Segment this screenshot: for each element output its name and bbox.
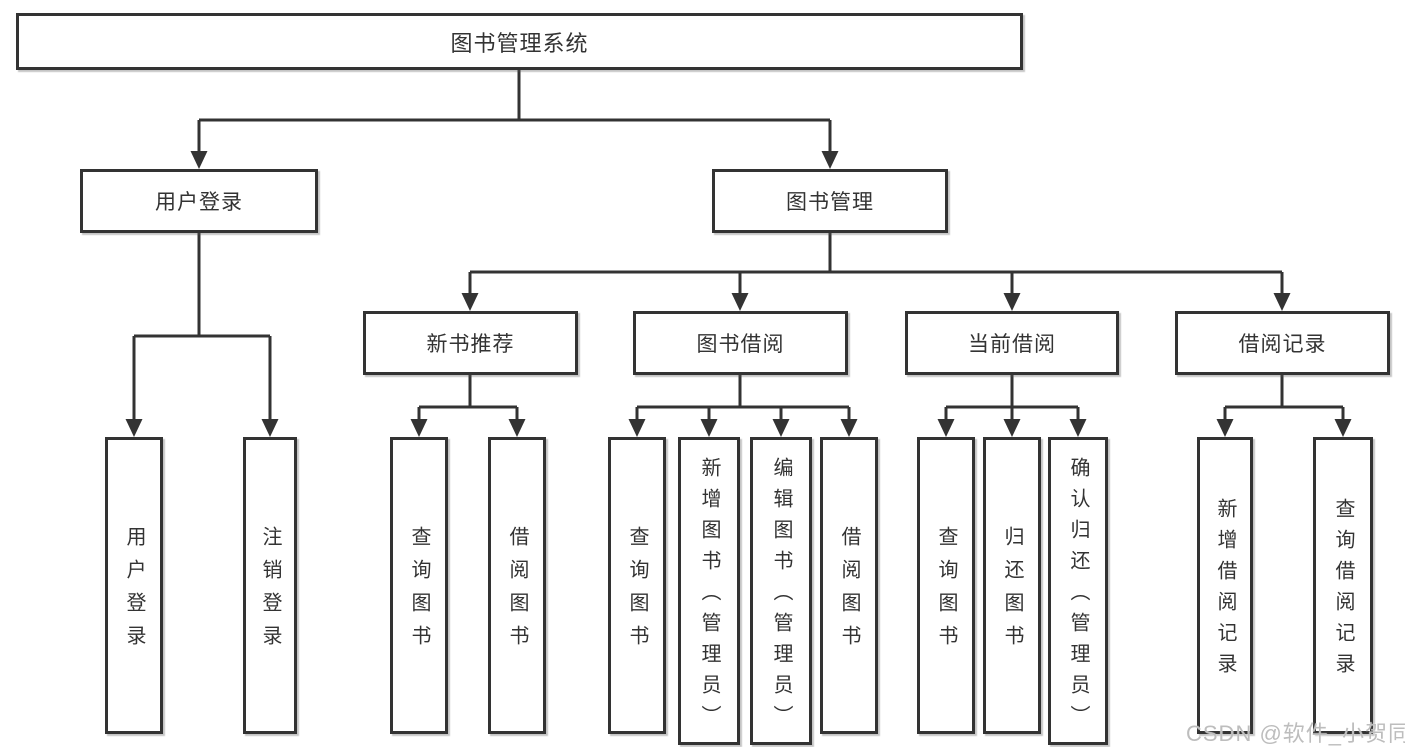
node-root: 图书管理系统 <box>16 13 1023 70</box>
leaf-br-query-borrow-record: 查询借阅记录 <box>1313 437 1373 734</box>
node-user-login: 用户登录 <box>80 169 318 233</box>
connector-borrowing-records <box>1223 375 1345 419</box>
leaf-nb-query-books: 查询图书 <box>390 437 448 734</box>
leaf-cb-return-books: 归还图书 <box>983 437 1041 734</box>
node-book-management: 图书管理 <box>712 169 948 233</box>
node-book-borrowing: 图书借阅 <box>633 311 848 375</box>
leaf-bb-edit-books-admin: 编辑图书（管理员） <box>750 437 812 745</box>
node-borrowing-records: 借阅记录 <box>1175 311 1390 375</box>
leaf-br-add-borrow-record: 新增借阅记录 <box>1197 437 1253 734</box>
connector-current-borrowing <box>944 375 1080 419</box>
leaf-cb-confirm-return-admin: 确认归还（管理员） <box>1048 437 1108 745</box>
node-current-borrowing: 当前借阅 <box>905 311 1119 375</box>
leaf-user-login: 用户登录 <box>105 437 163 734</box>
arrowheads <box>125 151 1352 437</box>
connector-book-management <box>468 233 1284 293</box>
leaf-bb-query-books: 查询图书 <box>608 437 666 734</box>
connector-new-book <box>417 375 519 419</box>
leaf-logout: 注销登录 <box>243 437 297 734</box>
connector-root <box>197 68 832 151</box>
leaf-bb-borrow-books: 借阅图书 <box>820 437 878 734</box>
leaf-nb-borrow-books: 借阅图书 <box>488 437 546 734</box>
node-new-book-recommendation: 新书推荐 <box>363 311 578 375</box>
watermark: CSDN @软件_小贺同学 <box>1186 721 1405 746</box>
leaf-cb-query-books: 查询图书 <box>917 437 975 734</box>
connector-book-borrowing <box>635 375 851 419</box>
connector-user-login <box>132 233 272 419</box>
leaf-bb-add-books-admin: 新增图书（管理员） <box>678 437 740 745</box>
